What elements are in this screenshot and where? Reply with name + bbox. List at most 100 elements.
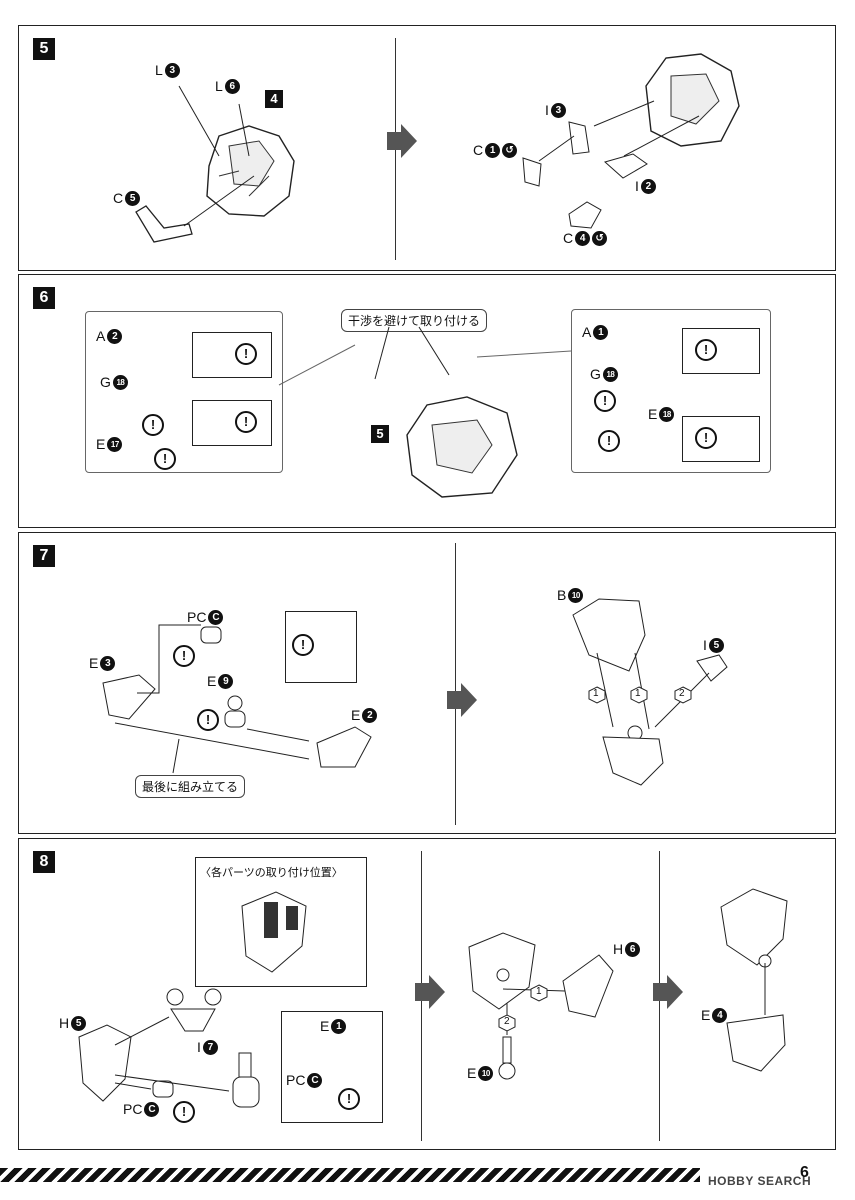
warning-icon: ! bbox=[197, 709, 219, 731]
warning-icon: ! bbox=[142, 414, 164, 436]
next-arrow-icon bbox=[447, 683, 477, 717]
part-c5-illustration bbox=[135, 205, 193, 243]
torso-shoulder-illustration bbox=[406, 396, 518, 498]
step-8-number: 8 bbox=[33, 851, 55, 873]
part-c1-illustration bbox=[522, 157, 542, 187]
part-e10-illustration bbox=[498, 1036, 516, 1080]
warning-icon: ! bbox=[173, 1101, 195, 1123]
order-1: 1 bbox=[536, 986, 542, 997]
order-1-a: 1 bbox=[593, 688, 599, 699]
part-positions-box: 〈各パーツの取り付け位置〉 bbox=[195, 857, 367, 987]
part-pc-bottom-illustration bbox=[152, 1080, 174, 1098]
part-i7-illustration bbox=[166, 988, 222, 1032]
warning-icon: ! bbox=[235, 411, 257, 433]
part-foot-top-illustration bbox=[720, 888, 788, 968]
part-i5-illustration bbox=[696, 654, 728, 682]
detail-box-g18-right: ! bbox=[682, 328, 760, 374]
step-6-number: 6 bbox=[33, 287, 55, 309]
part-e9-illustration bbox=[224, 695, 246, 728]
part-b10-illustration bbox=[572, 598, 646, 672]
page-number: 6 bbox=[800, 1164, 809, 1181]
ref-step-4: 4 bbox=[265, 90, 283, 108]
interference-note: 干渉を避けて取り付ける bbox=[341, 309, 488, 332]
warning-icon: ! bbox=[173, 645, 195, 667]
order-markers-s7 bbox=[588, 652, 710, 730]
assembly-lines-s8 bbox=[114, 1016, 230, 1092]
brand-watermark: HOBBY SEARCH bbox=[708, 1174, 812, 1188]
order-2: 2 bbox=[504, 1016, 510, 1027]
warning-icon: ! bbox=[292, 634, 314, 656]
ref-step-5: 5 bbox=[371, 425, 389, 443]
next-arrow-icon bbox=[387, 124, 417, 158]
part-e2-illustration bbox=[316, 726, 372, 768]
warning-icon: ! bbox=[695, 339, 717, 361]
assembly-line-e4 bbox=[764, 963, 766, 1015]
part-positions-title: 〈各パーツの取り付け位置〉 bbox=[200, 867, 343, 879]
warning-icon: ! bbox=[594, 390, 616, 412]
part-i2-illustration bbox=[603, 153, 648, 179]
callout-lines bbox=[278, 326, 572, 386]
part-e3-assembled-illustration bbox=[602, 725, 664, 786]
warning-icon: ! bbox=[154, 448, 176, 470]
assemble-last-note: 最後に組み立てる bbox=[135, 775, 246, 798]
part-c4-illustration bbox=[568, 201, 602, 229]
part-positions-illustration bbox=[241, 891, 307, 973]
warning-icon: ! bbox=[598, 430, 620, 452]
footer-stripe bbox=[0, 1168, 700, 1182]
part-e1-illustration bbox=[232, 1052, 260, 1108]
detail-box-e18: ! bbox=[682, 416, 760, 462]
detail-box-e9: ! bbox=[285, 611, 357, 683]
assembly-lines bbox=[178, 85, 255, 227]
warning-icon: ! bbox=[235, 343, 257, 365]
part-h6-illustration bbox=[562, 954, 614, 1018]
assembly-lines-right bbox=[538, 100, 700, 162]
part-e3-illustration bbox=[102, 674, 156, 720]
torso-assembled-illustration bbox=[645, 53, 740, 147]
detail-box-g18: ! bbox=[192, 332, 272, 378]
step-7-number: 7 bbox=[33, 545, 55, 567]
step-5-number: 5 bbox=[33, 38, 55, 60]
assembly-lines-s7 bbox=[114, 624, 310, 774]
part-pc-illustration bbox=[200, 626, 222, 644]
next-arrow-icon bbox=[653, 975, 683, 1009]
next-arrow-icon bbox=[415, 975, 445, 1009]
step-7-divider bbox=[455, 543, 456, 825]
part-e4-illustration bbox=[726, 1014, 786, 1072]
detail-box-e17: ! bbox=[192, 400, 272, 446]
order-2: 2 bbox=[679, 688, 685, 699]
